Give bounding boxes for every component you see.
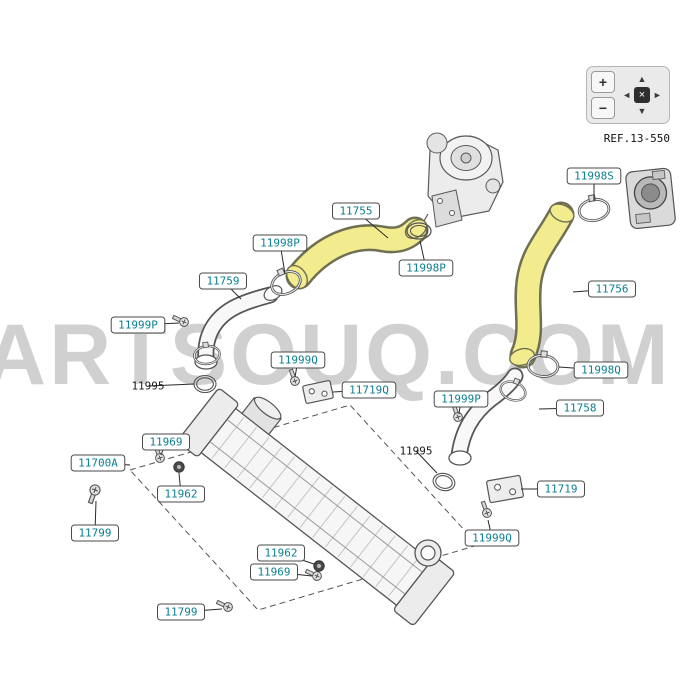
- zoom-out-button[interactable]: −: [591, 97, 615, 119]
- part-number-text[interactable]: 11962: [164, 488, 197, 501]
- part-label-11719q[interactable]: 11719Q: [341, 381, 397, 399]
- part-label-11962[interactable]: 11962: [257, 544, 305, 562]
- part-number-text[interactable]: 11998P: [260, 237, 300, 250]
- part-label-11700a[interactable]: 11700A: [70, 454, 126, 472]
- part-label-11999q[interactable]: 11999Q: [270, 351, 326, 369]
- part-number-text[interactable]: 11969: [149, 436, 182, 449]
- part-number-text[interactable]: 11719Q: [349, 384, 389, 397]
- intercooler-boundary-dashed: [129, 404, 479, 611]
- intercooler-outlet-port: [414, 539, 442, 567]
- mounting-bracket-11719q: [302, 380, 334, 404]
- part-label-11999q[interactable]: 11999Q: [464, 529, 520, 547]
- part-label-11998p[interactable]: 11998P: [398, 259, 454, 277]
- part-label-11755[interactable]: 11755: [332, 202, 380, 220]
- part-label-11995: 11995: [131, 380, 164, 393]
- part-number-text[interactable]: 11755: [339, 205, 372, 218]
- turbocharger-assembly: [418, 132, 504, 231]
- part-label-11998p[interactable]: 11998P: [252, 234, 308, 252]
- inlet-pipe: [194, 285, 283, 370]
- mounting-bracket-11719: [486, 474, 524, 504]
- part-label-11756[interactable]: 11756: [588, 280, 636, 298]
- part-number-text[interactable]: 11999Q: [278, 354, 318, 367]
- close-icon[interactable]: ×: [634, 87, 650, 103]
- gasket-ring: [406, 222, 432, 240]
- part-label-11998q[interactable]: 11998Q: [573, 361, 629, 379]
- part-number-text[interactable]: 11998Q: [581, 364, 621, 377]
- part-number-text[interactable]: 11700A: [78, 457, 118, 470]
- throttle-body: [625, 167, 676, 230]
- part-label-11998s[interactable]: 11998S: [566, 167, 622, 185]
- part-number-text[interactable]: 11756: [595, 283, 628, 296]
- part-number-text[interactable]: 11759: [206, 275, 239, 288]
- intercooler: [177, 388, 455, 626]
- part-number-text[interactable]: 11998S: [574, 170, 614, 183]
- part-label-11969[interactable]: 11969: [250, 563, 298, 581]
- pan-down-icon[interactable]: ▼: [634, 103, 649, 119]
- part-number-text[interactable]: 11962: [264, 547, 297, 560]
- part-label-11759[interactable]: 11759: [199, 272, 247, 290]
- leader-line: [147, 383, 195, 387]
- part-number-text[interactable]: 11999P: [118, 319, 158, 332]
- zoom-controls: + −: [591, 71, 615, 119]
- part-number-text[interactable]: 11758: [563, 402, 596, 415]
- zoom-in-button[interactable]: +: [591, 71, 615, 93]
- ref-label[interactable]: REF.13-550: [603, 132, 670, 145]
- part-number-text[interactable]: 11799: [78, 527, 111, 540]
- part-label-11719[interactable]: 11719: [537, 480, 585, 498]
- pan-up-icon[interactable]: ▲: [634, 71, 649, 87]
- pan-right-icon[interactable]: ►: [650, 87, 665, 103]
- diagram-nav-widget: + − ▲ ◄ × ► ▼: [586, 66, 670, 124]
- leader-line: [415, 450, 438, 474]
- part-label-11758[interactable]: 11758: [556, 399, 604, 417]
- part-number-text[interactable]: 11969: [257, 566, 290, 579]
- part-label-11799[interactable]: 11799: [71, 524, 119, 542]
- outlet-pipe: [448, 367, 524, 466]
- part-number-text[interactable]: 11998P: [406, 262, 446, 275]
- part-label-11969[interactable]: 11969: [142, 433, 190, 451]
- pan-left-icon[interactable]: ◄: [619, 87, 634, 103]
- part-number-text[interactable]: 11799: [164, 606, 197, 619]
- pan-controls: ▲ ◄ × ► ▼: [619, 71, 665, 119]
- part-number-text[interactable]: 11999P: [441, 393, 481, 406]
- part-label-11799[interactable]: 11799: [157, 603, 205, 621]
- part-number-text[interactable]: 11999Q: [472, 532, 512, 545]
- part-number-text: 11995: [131, 380, 164, 393]
- part-number-text[interactable]: 11719: [544, 483, 577, 496]
- part-label-11995: 11995: [399, 445, 432, 458]
- part-label-11962[interactable]: 11962: [157, 485, 205, 503]
- part-label-11999p[interactable]: 11999P: [433, 390, 489, 408]
- part-label-11999p[interactable]: 11999P: [110, 316, 166, 334]
- part-number-text: 11995: [399, 445, 432, 458]
